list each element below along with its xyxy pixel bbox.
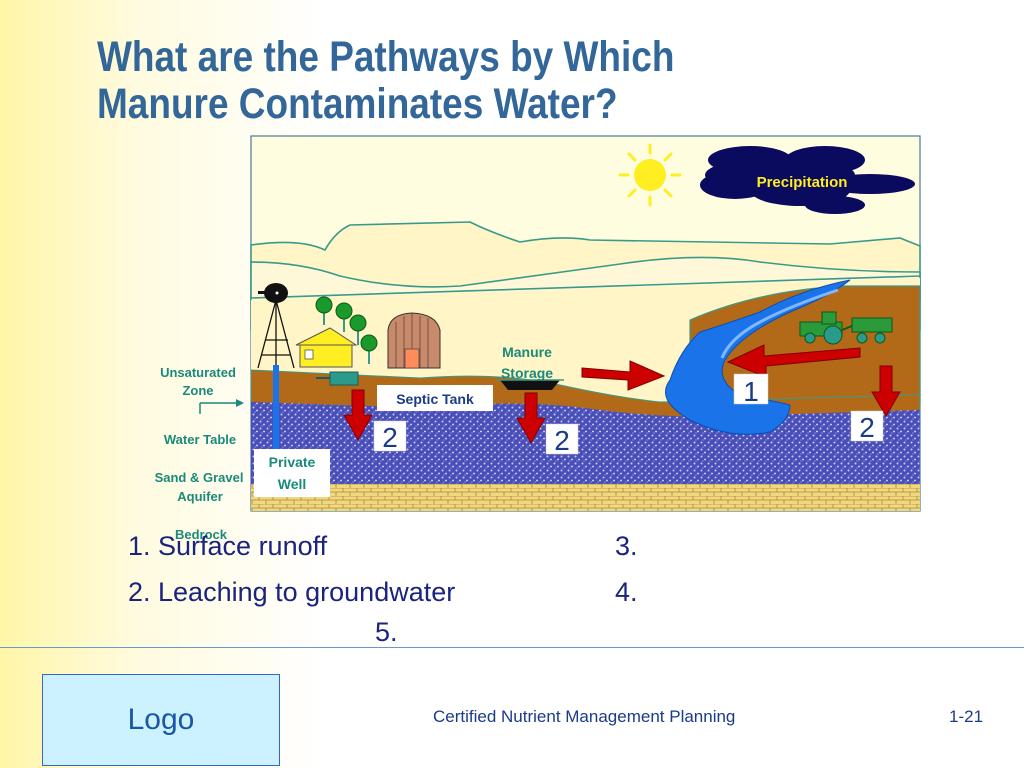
marker-storage: 2 xyxy=(545,423,579,456)
private-well-label-box xyxy=(254,449,330,497)
pathway-item-2: 2. Leaching to groundwater xyxy=(128,577,456,607)
arrow-storage-down xyxy=(516,392,546,445)
slide-title-line-2: Manure Contaminates Water? xyxy=(97,80,618,128)
label-water-table: Water Table xyxy=(164,432,236,447)
tractor-icon xyxy=(799,311,893,345)
label-septic-tank: Septic Tank xyxy=(396,391,474,407)
marker-field-number: 2 xyxy=(859,412,875,443)
pathway-item-3: 3. xyxy=(615,531,638,561)
arrow-septic-down xyxy=(343,389,373,442)
pathway-item-1: 1. Surface runoff xyxy=(128,531,328,561)
bedrock-layer xyxy=(251,484,920,511)
logo-text: Logo xyxy=(127,703,195,736)
arrow-storage-to-stream xyxy=(581,360,666,391)
label-sand-gravel-line-1: Sand & Gravel xyxy=(155,470,244,485)
arrow-field-to-stream xyxy=(726,344,861,378)
label-manure-storage-line-1: Manure xyxy=(502,344,552,360)
marker-storage-number: 2 xyxy=(554,425,570,456)
label-bedrock: Bedrock xyxy=(175,527,228,542)
footer-divider xyxy=(0,647,1024,648)
label-private-well-line-1: Private xyxy=(269,454,316,470)
slide-title-line-1: What are the Pathways by Which xyxy=(97,33,675,81)
label-manure-storage-line-2: Storage xyxy=(501,365,553,381)
barn-icon xyxy=(387,312,441,369)
windmill-head-icon xyxy=(258,283,288,303)
marker-stream: 1 xyxy=(733,373,769,407)
cloud-icon xyxy=(700,146,915,214)
house-icon xyxy=(295,327,358,368)
trees-icon xyxy=(315,296,378,364)
manure-storage-icon xyxy=(496,379,564,390)
label-unsaturated-zone-line-1: Unsaturated xyxy=(160,365,236,380)
water-table-pointer-icon xyxy=(199,399,244,414)
well-pipe xyxy=(273,365,279,471)
footer-title: Certified Nutrient Management Planning xyxy=(433,707,736,726)
logo-placeholder: Logo xyxy=(42,674,280,766)
pathway-item-5: 5. xyxy=(375,617,398,647)
marker-stream-number: 1 xyxy=(743,376,759,407)
arrow-field-down xyxy=(871,365,901,417)
label-sand-gravel-line-2: Aquifer xyxy=(177,489,223,504)
label-private-well-line-2: Well xyxy=(278,476,307,492)
stream-highlight xyxy=(720,288,839,359)
horizon-line xyxy=(250,275,921,299)
page-number: 1-21 xyxy=(949,707,984,726)
septic-tank-label-box xyxy=(377,385,493,411)
marker-septic: 2 xyxy=(373,420,407,453)
slide-title: What are the Pathways by Which Manure Co… xyxy=(97,34,674,128)
marker-field: 2 xyxy=(850,410,884,443)
label-precipitation: Precipitation xyxy=(757,174,848,191)
septic-tank-icon xyxy=(316,371,359,386)
windmill-icon xyxy=(257,299,295,369)
pathway-item-4: 4. xyxy=(615,577,638,607)
label-unsaturated-zone-line-2: Zone xyxy=(182,383,213,398)
stream xyxy=(665,279,851,435)
sun-icon xyxy=(618,143,682,207)
marker-septic-number: 2 xyxy=(382,422,398,453)
